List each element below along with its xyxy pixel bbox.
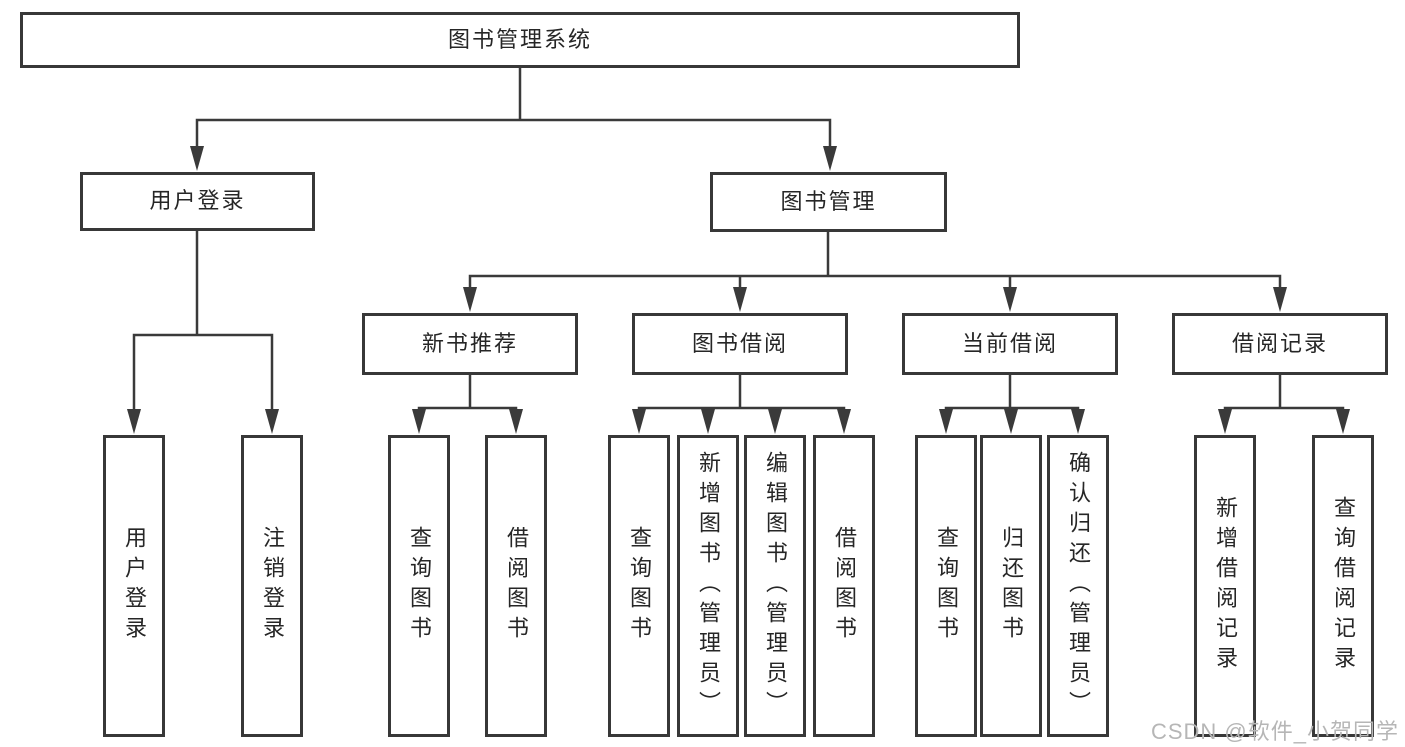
arrowhead (412, 409, 426, 434)
node-label: 图书管理系统 (447, 26, 592, 52)
node-current-borrowing: 当前借阅 (902, 313, 1118, 375)
arrowhead (1071, 409, 1085, 434)
leaf-add-book-admin: 新增图书（管理员） (677, 435, 739, 737)
book-management-to-level3-lines (468, 230, 1282, 290)
node-label: 查询图书 (407, 526, 432, 646)
node-label: 新书推荐 (421, 330, 518, 356)
leaf-borrow-books: 借阅图书 (813, 435, 875, 737)
node-borrowing-records: 借阅记录 (1172, 313, 1388, 375)
leaf-add-borrow-record: 新增借阅记录 (1194, 435, 1256, 737)
arrowhead (768, 409, 782, 434)
arrowhead (190, 146, 204, 171)
user-login-to-leaves-lines (132, 229, 274, 412)
leaf-borrow-books-recommend: 借阅图书 (485, 435, 547, 737)
node-book-management-system: 图书管理系统 (20, 12, 1020, 68)
leaf-query-books-current: 查询图书 (915, 435, 977, 737)
node-label: 新增借阅记录 (1213, 496, 1238, 676)
node-label: 查询借阅记录 (1331, 496, 1356, 676)
arrowhead (733, 287, 747, 312)
root-to-level2-lines (195, 66, 832, 150)
node-label: 借阅图书 (832, 526, 857, 646)
node-label: 用户登录 (122, 526, 147, 646)
arrowheads (127, 146, 1350, 434)
node-new-book-recommendation: 新书推荐 (362, 313, 578, 375)
arrowhead (463, 287, 477, 312)
arrowhead (823, 146, 837, 171)
recommend-to-leaves-lines (417, 373, 518, 410)
arrowhead (1003, 287, 1017, 312)
node-book-management: 图书管理 (710, 172, 947, 232)
leaf-query-books-recommend: 查询图书 (388, 435, 450, 737)
arrowhead (632, 409, 646, 434)
arrowhead (265, 409, 279, 434)
arrowhead (837, 409, 851, 434)
arrowhead (509, 409, 523, 434)
node-label: 图书借阅 (691, 330, 788, 356)
current-to-leaves-lines (944, 373, 1080, 410)
node-book-borrowing: 图书借阅 (632, 313, 848, 375)
node-user-login: 用户登录 (80, 172, 315, 231)
connector-lines (132, 66, 1345, 412)
arrowhead (939, 409, 953, 434)
leaf-query-borrow-record: 查询借阅记录 (1312, 435, 1374, 737)
node-label: 注销登录 (260, 526, 285, 646)
node-label: 当前借阅 (961, 330, 1058, 356)
arrowhead (127, 409, 141, 434)
node-label: 借阅图书 (504, 526, 529, 646)
node-label: 借阅记录 (1231, 330, 1328, 356)
leaf-return-books: 归还图书 (980, 435, 1042, 737)
arrowhead (1218, 409, 1232, 434)
arrowhead (1336, 409, 1350, 434)
node-label: 确认归还（管理员） (1066, 451, 1091, 721)
leaf-confirm-return-admin: 确认归还（管理员） (1047, 435, 1109, 737)
node-label: 图书管理 (780, 188, 877, 214)
node-label: 新增图书（管理员） (696, 451, 721, 721)
node-label: 归还图书 (999, 526, 1024, 646)
node-label: 查询图书 (934, 526, 959, 646)
node-label: 用户登录 (149, 188, 246, 214)
borrow-to-leaves-lines (637, 373, 846, 410)
arrowhead (1273, 287, 1287, 312)
arrowhead (701, 409, 715, 434)
leaf-edit-book-admin: 编辑图书（管理员） (744, 435, 806, 737)
arrowhead (1004, 409, 1018, 434)
node-label: 编辑图书（管理员） (763, 451, 788, 721)
csdn-watermark: CSDN @软件_小贺同学 (1150, 719, 1399, 744)
node-label: 查询图书 (627, 526, 652, 646)
records-to-leaves-lines (1223, 373, 1345, 410)
leaf-query-books-borrow: 查询图书 (608, 435, 670, 737)
leaf-logout: 注销登录 (241, 435, 303, 737)
leaf-user-login: 用户登录 (103, 435, 165, 737)
